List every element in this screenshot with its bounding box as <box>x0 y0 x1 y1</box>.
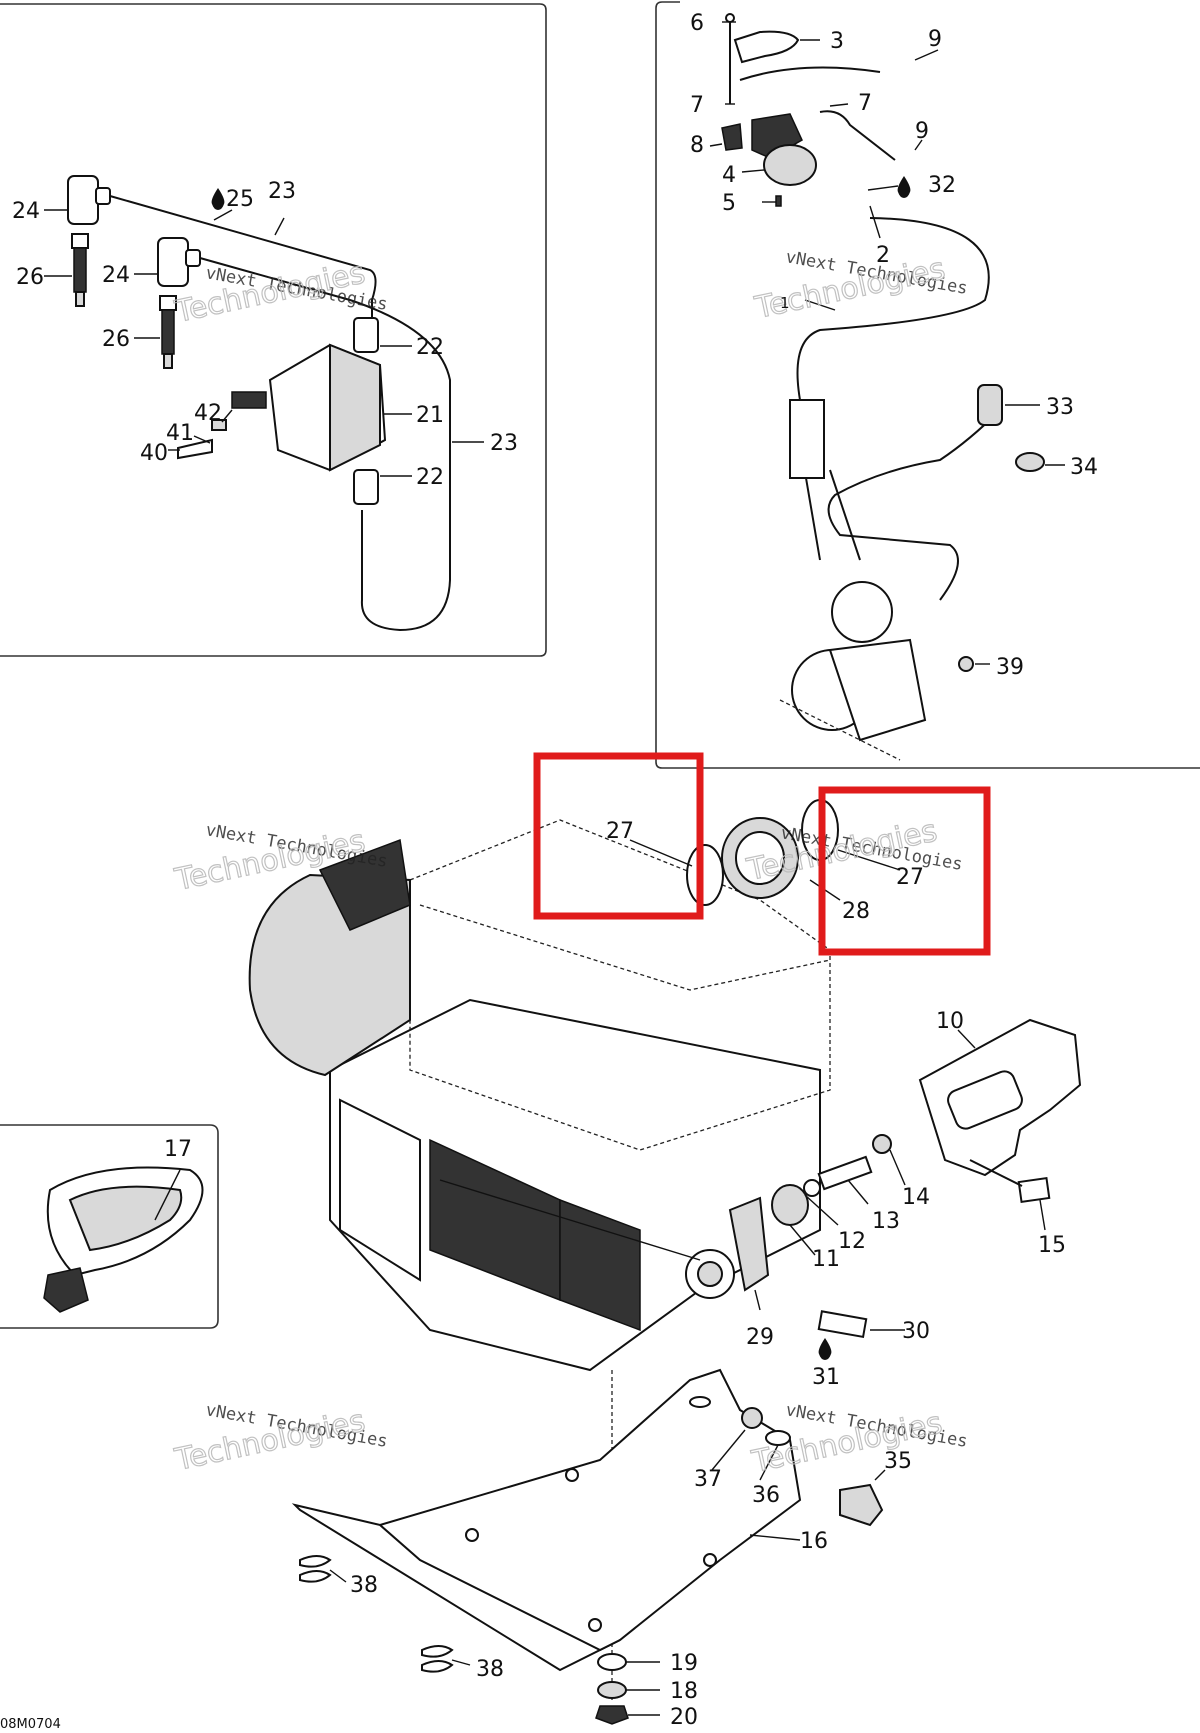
callout-34: 34 <box>1070 455 1098 480</box>
callout-23: 23 <box>490 431 518 456</box>
callout-28: 28 <box>842 899 870 924</box>
callout-38: 38 <box>350 1573 378 1598</box>
callout-16: 16 <box>800 1529 828 1554</box>
callout-3: 3 <box>830 29 844 54</box>
base-plate-icon <box>291 1368 802 1672</box>
oil-drop-icon <box>818 1338 832 1360</box>
grip-group <box>43 1166 204 1313</box>
callout-12: 12 <box>838 1229 866 1254</box>
callout-20: 20 <box>670 1705 698 1730</box>
callout-25: 25 <box>226 187 254 212</box>
nut-icon <box>595 1705 629 1725</box>
callout-9: 9 <box>915 119 929 144</box>
rubber-mount-icon <box>771 1184 809 1226</box>
callout-41: 41 <box>166 421 194 446</box>
callout-14: 14 <box>902 1185 930 1210</box>
callout-26: 26 <box>16 265 44 290</box>
sensor-icon <box>839 1483 884 1527</box>
callout-30: 30 <box>902 1319 930 1344</box>
bolt-icon <box>817 1310 868 1339</box>
ignition-wire <box>109 195 377 320</box>
bolt-icon <box>1017 1177 1051 1203</box>
callout-2: 2 <box>876 243 890 268</box>
callout-labels: 1 2 3 4 5 6 7 7 8 9 9 10 11 12 13 14 15 … <box>12 11 1098 1730</box>
spark-plug-icon <box>71 233 89 249</box>
carburetor-icon <box>831 581 893 643</box>
engine-head-icon <box>409 819 831 1151</box>
callout-27: 27 <box>606 819 634 844</box>
engine-group <box>248 799 901 1700</box>
callout-22: 22 <box>416 335 444 360</box>
callout-36: 36 <box>752 1483 780 1508</box>
figure-code: 08M0704 <box>0 1717 61 1732</box>
callout-8: 8 <box>690 133 704 158</box>
throttle-group <box>709 13 1065 761</box>
callout-7: 7 <box>858 91 872 116</box>
ignition-panel-border <box>0 3 547 657</box>
callout-13: 13 <box>872 1209 900 1234</box>
throttle-cable <box>796 217 990 401</box>
callout-26: 26 <box>102 327 130 352</box>
callout-10: 10 <box>936 1009 964 1034</box>
engine-mount-group <box>728 1018 1082 1339</box>
callout-19: 19 <box>670 1651 698 1676</box>
base-plate-group <box>291 1368 886 1725</box>
nut-icon <box>741 1407 763 1429</box>
highlight-box-27-right <box>818 786 991 956</box>
callout-42: 42 <box>194 401 222 426</box>
callout-5: 5 <box>722 191 736 216</box>
callout-38: 38 <box>476 1657 504 1682</box>
throttle-panel-border <box>655 1 1200 769</box>
callout-29: 29 <box>746 1325 774 1350</box>
spark-plug-cap-icon <box>67 175 99 225</box>
throttle-body-icon <box>763 144 817 186</box>
clip-icon <box>421 1645 454 1658</box>
watermark-text: Technologies <box>171 256 368 331</box>
callout-33: 33 <box>1046 395 1074 420</box>
callout-17: 17 <box>164 1137 192 1162</box>
callout-23: 23 <box>268 179 296 204</box>
clamp-icon <box>686 844 724 906</box>
callout-35: 35 <box>884 1449 912 1474</box>
recoil-cover-icon <box>248 873 411 1077</box>
callout-4: 4 <box>722 163 736 188</box>
callout-9: 9 <box>928 27 942 52</box>
oil-drop-icon <box>897 176 911 198</box>
callout-24: 24 <box>12 199 40 224</box>
ignition-group <box>44 175 484 632</box>
callout-24: 24 <box>102 263 130 288</box>
clip-icon <box>299 1555 332 1568</box>
callout-15: 15 <box>1038 1233 1066 1258</box>
stud-icon <box>817 1155 873 1191</box>
coil-connector-icon <box>231 391 267 409</box>
callout-32: 32 <box>928 173 956 198</box>
highlight-box-27-left <box>533 752 704 920</box>
callout-39: 39 <box>996 655 1024 680</box>
callout-11: 11 <box>812 1247 840 1272</box>
callout-18: 18 <box>670 1679 698 1704</box>
callout-40: 40 <box>140 441 168 466</box>
washer-icon <box>872 1134 892 1154</box>
support-bracket-icon <box>728 1196 770 1292</box>
washer-icon <box>597 1681 627 1699</box>
grommet-icon <box>1015 452 1045 472</box>
callout-31: 31 <box>812 1365 840 1390</box>
callout-22: 22 <box>416 465 444 490</box>
throttle-lever-icon <box>733 30 800 64</box>
callout-27: 27 <box>896 865 924 890</box>
oil-drop-icon <box>211 188 225 210</box>
callout-21: 21 <box>416 403 444 428</box>
washer-icon <box>597 1653 627 1671</box>
cable-connector-icon <box>789 399 825 479</box>
switch-icon <box>977 384 1003 426</box>
callout-37: 37 <box>694 1467 722 1492</box>
callout-1: 1 <box>780 294 790 312</box>
callout-6: 6 <box>690 11 704 36</box>
spark-plug-cap-icon <box>157 237 189 287</box>
callout-7: 7 <box>690 93 704 118</box>
grip-panel-border <box>0 1124 219 1329</box>
